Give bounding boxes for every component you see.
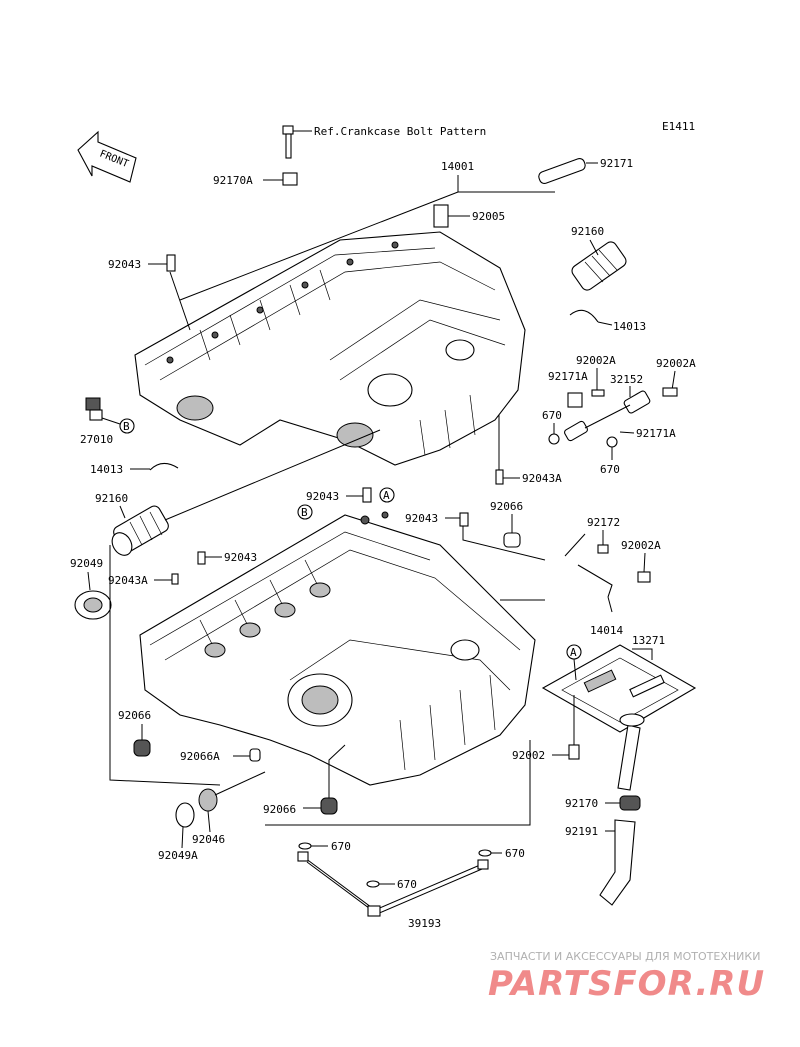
cap-92066-2 — [133, 739, 151, 757]
lower-crankcase — [139, 511, 536, 786]
label-670-4: 670 — [505, 847, 525, 860]
diagram-code: E1411 — [662, 120, 695, 133]
label-92002A-1: 92002A — [576, 354, 616, 367]
label-92170A: 92170A — [213, 174, 253, 187]
label-92043-mid: 92043 — [306, 490, 339, 503]
label-92066-1: 92066 — [490, 500, 523, 513]
circle-a-text-2: A — [570, 646, 577, 659]
circle-b-2 — [297, 504, 313, 520]
oring-670-3 — [298, 842, 312, 850]
bolt-92002a-3 — [637, 571, 651, 583]
circle-b-1 — [119, 418, 135, 434]
oring-670-1 — [548, 433, 560, 445]
label-92171A-2: 92171A — [636, 427, 676, 440]
clip-14013-right — [569, 309, 599, 323]
label-92191: 92191 — [565, 825, 598, 838]
plate-92171 — [538, 158, 586, 184]
circle-b-text-1: B — [123, 420, 130, 433]
label-92066-2: 92066 — [118, 709, 151, 722]
dowel-92043-mid — [362, 487, 372, 503]
bracket-14014 — [577, 564, 613, 598]
cap-92066-3 — [320, 797, 338, 815]
front-arrow-icon: FRONT — [77, 130, 137, 183]
label-14014: 14014 — [590, 624, 623, 637]
label-14001: 14001 — [441, 160, 474, 173]
label-92043A-1: 92043A — [522, 472, 562, 485]
pipe-92191 — [599, 713, 645, 906]
dowel-92043-mid2 — [459, 512, 469, 527]
ref-bolt — [282, 125, 312, 159]
label-92172: 92172 — [587, 516, 620, 529]
label-32152: 32152 — [610, 373, 643, 386]
label-92066-3: 92066 — [263, 803, 296, 816]
bearing-92046 — [198, 788, 218, 812]
circle-b-text-2: B — [301, 506, 308, 519]
label-92002A-2: 92002A — [656, 357, 696, 370]
label-670-5: 670 — [397, 878, 417, 891]
label-92049A: 92049A — [158, 849, 198, 862]
dowel-92043a-right — [495, 469, 504, 485]
label-92171A-1: 92171A — [548, 370, 588, 383]
oring-670-5 — [366, 880, 380, 888]
dowel-92043-top — [166, 254, 176, 272]
label-13271: 13271 — [632, 634, 665, 647]
sensor-32152 — [564, 387, 678, 442]
shaft-92160-right — [571, 241, 627, 291]
watermark-logo: PARTSFOR.RU — [488, 964, 765, 1004]
label-92170: 92170 — [565, 797, 598, 810]
shaft-92160-left — [111, 505, 169, 556]
dowel-92043a-left — [171, 573, 179, 585]
dowel-92005 — [433, 204, 449, 228]
label-92171: 92171 — [600, 157, 633, 170]
label-14013-left: 14013 — [90, 463, 123, 476]
cap-92066a — [249, 748, 261, 762]
label-92160-right: 92160 — [571, 225, 604, 238]
label-27010: 27010 — [80, 433, 113, 446]
oring-670-4 — [478, 849, 492, 857]
label-14013-right: 14013 — [613, 320, 646, 333]
label-92049: 92049 — [70, 557, 103, 570]
clip-14013-left — [149, 462, 179, 471]
label-92005: 92005 — [472, 210, 505, 223]
ref-note: Ref.Crankcase Bolt Pattern — [314, 125, 486, 138]
upper-crankcase — [134, 231, 526, 466]
label-92066A: 92066A — [180, 750, 220, 763]
label-92043A-2: 92043A — [108, 574, 148, 587]
bolt-92172 — [597, 544, 609, 554]
clamp-92170 — [619, 795, 641, 811]
seal-92049a — [175, 802, 195, 828]
watermark-tagline: ЗАПЧАСТИ И АКСЕССУАРЫ ДЛЯ МОТОТЕХНИКИ — [490, 950, 760, 963]
label-92046: 92046 — [192, 833, 225, 846]
bolt-92002 — [568, 744, 580, 760]
label-670-1: 670 — [542, 409, 562, 422]
oring-670-2 — [606, 436, 618, 448]
circle-a-text-1: A — [383, 489, 390, 502]
label-92043-top: 92043 — [108, 258, 141, 271]
label-92002A-3: 92002A — [621, 539, 661, 552]
baffle-plate-13271 — [541, 644, 697, 733]
label-92160-left: 92160 — [95, 492, 128, 505]
clip-92170a — [282, 172, 298, 186]
label-92043-left: 92043 — [224, 551, 257, 564]
cap-92066-1 — [503, 532, 521, 548]
label-92002: 92002 — [512, 749, 545, 762]
label-670-3: 670 — [331, 840, 351, 853]
label-39193: 39193 — [408, 917, 441, 930]
plug-27010 — [85, 397, 103, 421]
circle-a-1 — [379, 487, 395, 503]
oil-pipe-39193 — [297, 851, 489, 917]
label-670-2: 670 — [600, 463, 620, 476]
label-92043-mid2: 92043 — [405, 512, 438, 525]
dowel-92043-left — [197, 551, 206, 565]
